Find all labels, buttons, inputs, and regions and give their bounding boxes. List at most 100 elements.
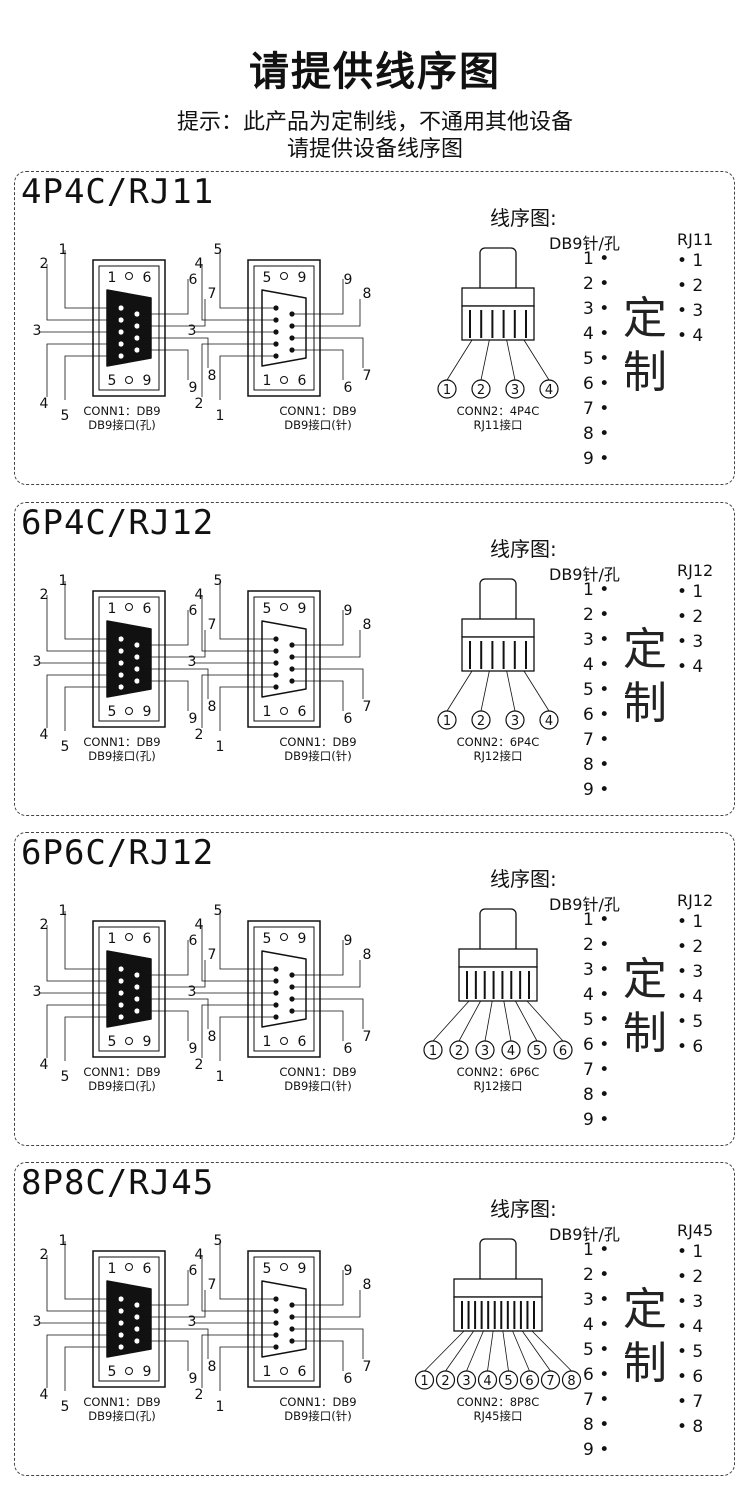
- connector-caption: CONN2：6P4C: [456, 735, 540, 749]
- pin-number-label: 6: [298, 704, 307, 720]
- db9-pin-item: 3 •: [583, 630, 610, 650]
- pin-number-label: 5: [108, 373, 117, 389]
- rj-pin-circle: [471, 710, 491, 730]
- wire-label: 4: [40, 396, 49, 412]
- connector-shell: [106, 950, 152, 1028]
- wire-label: 2: [40, 256, 49, 272]
- wire-label: 3: [188, 654, 197, 670]
- connector-pin: [118, 636, 124, 642]
- connector-caption: CONN2：4P4C: [456, 404, 540, 418]
- wire-label: 2: [195, 727, 204, 743]
- rj-pin-number: 5: [533, 1044, 541, 1059]
- wire: [201, 674, 274, 728]
- connector-pin: [134, 666, 140, 672]
- db9-pin-item: 7 •: [583, 399, 610, 419]
- pin-number-label: 9: [298, 1261, 307, 1277]
- db9-pin-list: 1 •2 •3 •4 •5 •6 •7 •8 •9 •: [583, 247, 609, 472]
- pin-number-label: 9: [143, 704, 152, 720]
- connector-pin: [118, 1332, 124, 1338]
- wire: [201, 264, 274, 321]
- wire-label: 2: [40, 1247, 49, 1263]
- pin-number-label: 6: [298, 1034, 307, 1050]
- db9-pin-item: 6 •: [583, 374, 610, 394]
- connector-pin: [273, 684, 279, 690]
- screw-hole: [125, 1263, 133, 1271]
- rj-pin-circle: [539, 379, 559, 399]
- rj-pin-item: • 2: [677, 607, 704, 627]
- wire-label: 7: [363, 1029, 372, 1045]
- connector-pin: [118, 1014, 124, 1020]
- connector-caption: CONN1：DB9: [83, 404, 161, 418]
- connector-pin: [273, 636, 279, 642]
- rj-pin-circle: [501, 1040, 521, 1060]
- pin-number-label: 1: [108, 270, 117, 286]
- connector-shell: [106, 620, 152, 698]
- rj-lead: [458, 1000, 481, 1042]
- connector-pin: [273, 329, 279, 335]
- wire-label: 1: [216, 1399, 225, 1415]
- rj-pin-item: • 4: [677, 326, 704, 346]
- connector-pin: [118, 317, 124, 323]
- rj-pin-number: 2: [477, 714, 485, 729]
- rj-pin-circle: [505, 379, 525, 399]
- wire-label: 9: [344, 272, 353, 288]
- connector-caption: DB9接口(针): [284, 1079, 352, 1093]
- rj-pin-item: • 6: [677, 1367, 704, 1387]
- db9-pin-item: 5 •: [583, 349, 610, 369]
- panel-title: 4P4C/RJ11: [21, 172, 215, 212]
- wire: [294, 668, 364, 699]
- wire-label: 6: [189, 1263, 198, 1279]
- panel-title: 8P8C/RJ45: [21, 1163, 215, 1203]
- wire: [139, 1270, 189, 1306]
- connector-pin: [289, 1008, 295, 1014]
- connector-pin: [273, 317, 279, 323]
- db9-header: DB9针/孔: [549, 895, 620, 914]
- wire: [46, 1004, 119, 1058]
- db9-pin-item: 7 •: [583, 1060, 610, 1080]
- rj-pin-item: • 2: [677, 937, 704, 957]
- rj-pin-number: 1: [443, 714, 451, 729]
- connector-pin: [118, 329, 124, 335]
- rj-pin-number: 8: [567, 1374, 575, 1389]
- rj-header: RJ11: [677, 230, 714, 249]
- connector-pin: [118, 684, 124, 690]
- pin-number-label: 9: [143, 373, 152, 389]
- rj-pin-number: 5: [504, 1374, 512, 1389]
- pin-number-label: 9: [298, 601, 307, 617]
- db9-pin-item: 3 •: [583, 960, 610, 980]
- wire: [139, 998, 209, 1029]
- connector-pin: [289, 335, 295, 341]
- wire: [294, 680, 344, 711]
- wire-label: 7: [363, 699, 372, 715]
- wire: [219, 911, 274, 970]
- connector-pin: [134, 1326, 140, 1332]
- rj-pin-item: • 4: [677, 1317, 704, 1337]
- rj-pin-number: 4: [545, 383, 553, 398]
- rj-latch: [479, 908, 517, 954]
- connector-pin: [134, 335, 140, 341]
- rj-pin-number: 1: [443, 383, 451, 398]
- rj-pin-number: 1: [429, 1044, 437, 1059]
- db9-pin-item: 2 •: [583, 935, 610, 955]
- rj-body-top: [453, 1278, 543, 1298]
- wire: [139, 960, 206, 988]
- connector-pin: [289, 323, 295, 329]
- rj-lead: [523, 670, 550, 712]
- wire-label: 7: [363, 368, 372, 384]
- wire-label: 7: [208, 617, 217, 633]
- rj-pin-number: 4: [507, 1044, 515, 1059]
- db9-pin-item: 8 •: [583, 755, 610, 775]
- rj-pin-circle: [553, 1040, 573, 1060]
- wire-label: 5: [61, 408, 70, 424]
- wire: [64, 1016, 119, 1061]
- screw-hole: [125, 707, 133, 715]
- connector-caption: CONN1：DB9: [279, 1395, 357, 1409]
- rj-pin-number: 4: [483, 1374, 491, 1389]
